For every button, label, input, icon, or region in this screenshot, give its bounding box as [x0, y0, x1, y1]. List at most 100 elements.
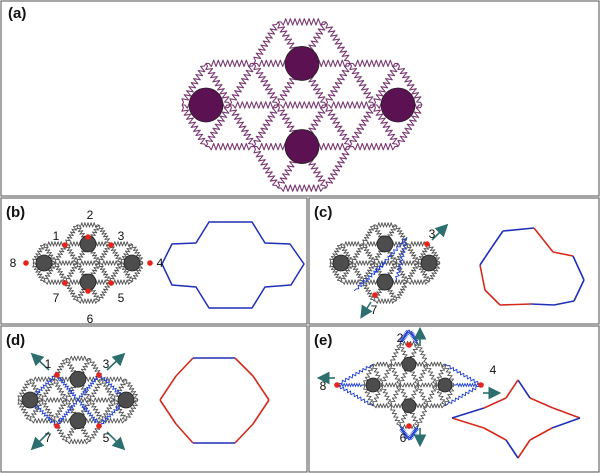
outline-segment: [572, 255, 585, 281]
stretched-spring: [444, 363, 482, 386]
stretched-spring: [336, 363, 374, 386]
spring: [428, 243, 441, 264]
outline-segment: [175, 357, 194, 377]
outline-segment: [529, 427, 553, 441]
spring: [17, 399, 31, 422]
panel-c-label: (c): [314, 204, 332, 221]
node-label: 4: [490, 363, 497, 377]
contact-point: [54, 372, 60, 378]
outline-segment: [530, 303, 555, 306]
contact-point: [147, 260, 153, 266]
panel-d-frame: [0, 325, 308, 473]
stretched-spring: [337, 382, 364, 388]
spring: [341, 279, 363, 285]
spring: [253, 104, 279, 147]
spring: [65, 243, 78, 264]
particle: [365, 377, 381, 393]
outline-segment: [533, 227, 554, 253]
spring: [77, 222, 99, 228]
spring: [362, 243, 375, 264]
outline-segment: [502, 227, 535, 232]
spring: [125, 378, 139, 401]
spring: [229, 104, 255, 147]
particle: [117, 391, 135, 409]
outline-segment: [552, 407, 581, 419]
panel-e-outline-shape: [451, 379, 581, 459]
particle: [380, 87, 416, 123]
outline-segment: [479, 246, 493, 266]
node-label: 8: [320, 379, 327, 393]
particle: [376, 235, 394, 253]
outline-segment: [573, 279, 585, 302]
particle: [284, 46, 320, 81]
outline-segment: [451, 417, 485, 429]
panel-c-frame: [308, 197, 600, 325]
panel-e-label: (e): [314, 332, 332, 349]
stretched-spring: [77, 399, 100, 426]
spring: [427, 361, 445, 367]
particle: [79, 273, 97, 291]
spring: [66, 397, 90, 403]
spring: [30, 418, 54, 424]
node-label: 3: [118, 229, 125, 243]
spring: [120, 243, 133, 264]
spring: [53, 378, 67, 401]
node-label: 5: [118, 291, 125, 305]
spring: [435, 364, 446, 386]
node-label: 4: [157, 256, 164, 270]
spring: [373, 403, 391, 409]
panel-e-spring-network: [334, 329, 484, 441]
contact-point: [478, 382, 484, 388]
particle: [376, 273, 394, 291]
spring: [77, 260, 99, 266]
spring: [30, 376, 54, 382]
contact-point: [424, 241, 430, 247]
spring: [395, 281, 408, 302]
spring: [400, 382, 418, 388]
panel-b-spring-network: [23, 222, 153, 304]
spring: [329, 262, 342, 283]
spring: [44, 241, 66, 247]
contact-point: [62, 280, 68, 286]
spring: [340, 262, 353, 283]
spring: [101, 378, 115, 401]
spring: [362, 224, 375, 245]
spring: [54, 262, 67, 283]
stretched-spring: [395, 237, 408, 283]
spring: [278, 101, 326, 109]
contact-point: [372, 292, 378, 298]
spring: [427, 403, 445, 409]
node-label: 2: [397, 331, 404, 345]
spring: [89, 399, 103, 422]
spring: [326, 101, 374, 109]
stretched-spring: [407, 426, 419, 441]
pull-arrows: [30, 223, 502, 451]
spring: [32, 262, 45, 283]
node-label: 3: [429, 227, 436, 241]
spring: [278, 184, 326, 192]
spring: [325, 104, 351, 147]
spring: [373, 104, 399, 147]
spring: [417, 405, 428, 427]
stretched-spring: [56, 399, 79, 426]
outline-segment: [483, 397, 507, 409]
spring: [349, 63, 375, 106]
outline-segment: [517, 379, 531, 399]
node-label: 7: [371, 303, 378, 317]
spring: [417, 262, 430, 283]
spring: [417, 343, 428, 365]
particle: [69, 412, 87, 430]
spring: [113, 378, 127, 401]
particle: [21, 391, 39, 409]
outline-segment: [491, 230, 504, 248]
spring: [382, 382, 400, 388]
spring: [418, 382, 436, 388]
stretched-spring: [408, 329, 420, 344]
pull-arrow: [106, 431, 126, 451]
spring: [17, 378, 31, 401]
spring: [32, 243, 45, 264]
spring: [125, 399, 139, 422]
spring: [351, 262, 364, 283]
node-label: 1: [45, 357, 52, 371]
outline-segment: [234, 357, 254, 377]
